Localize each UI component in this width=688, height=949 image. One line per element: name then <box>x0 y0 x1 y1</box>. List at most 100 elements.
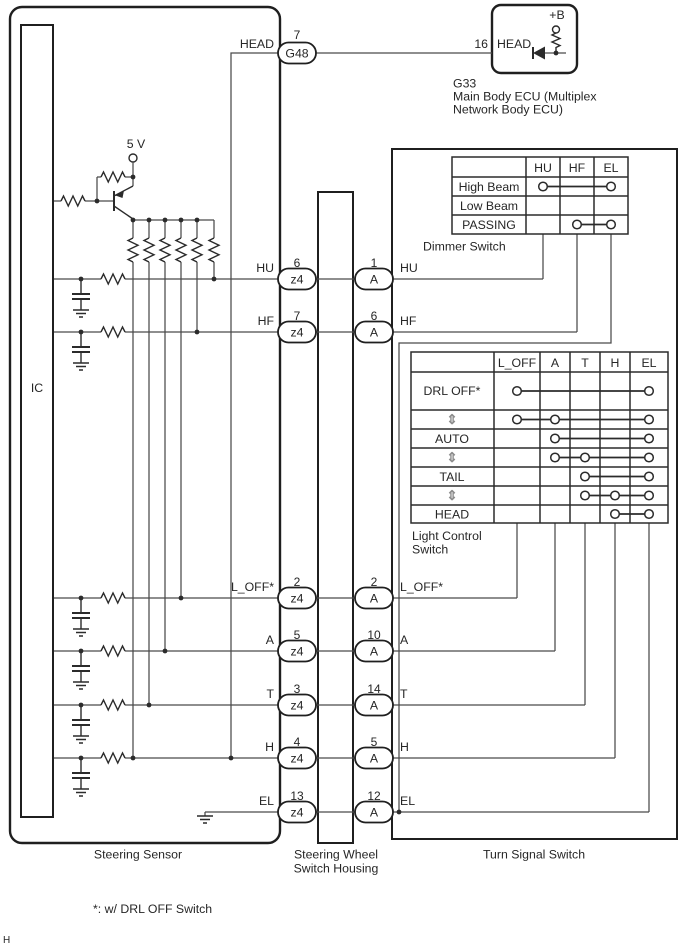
label-head-left: HEAD <box>240 37 274 51</box>
label-hf-right: HF <box>400 314 417 328</box>
connector-z4-h <box>277 746 317 770</box>
light-col-loff: L_OFF <box>498 356 537 370</box>
pin-a-el: 12 <box>367 789 381 803</box>
label-loff-right: L_OFF* <box>400 580 443 594</box>
transistor <box>113 185 134 220</box>
pin-a-loff: 2 <box>371 575 378 589</box>
light-col-h: H <box>611 356 620 370</box>
ecu-pin-label: HEAD <box>497 37 531 51</box>
connector-a-label: A <box>370 326 379 340</box>
connector-a-label: A <box>370 752 379 766</box>
ecu-id: G33 <box>453 77 476 91</box>
connector-a-a <box>354 639 394 663</box>
connector-z4-label: z4 <box>291 699 304 713</box>
connector-a-el <box>354 800 394 824</box>
connector-labels: G48 7 z4 6 z4 7 z4 2 z4 5 z4 3 z4 4 z4 1… <box>285 28 381 820</box>
connector-z4-t <box>277 693 317 717</box>
label-hf-left: HF <box>258 314 275 328</box>
connector-z4-label: z4 <box>291 806 304 820</box>
connector-a-loff <box>354 586 394 610</box>
light-col-el: EL <box>641 356 656 370</box>
connector-a-label: A <box>370 273 379 287</box>
dimmer-row-high-beam: High Beam <box>459 180 520 194</box>
connector-a-label: A <box>370 699 379 713</box>
connector-z4-el <box>277 800 317 824</box>
pin-a-h: 5 <box>371 735 378 749</box>
connector-z4-hf <box>277 320 317 344</box>
signal-labels: HEAD HU HF L_OFF* A T H EL HU HF L_OFF* … <box>231 37 443 808</box>
connector-z4-label: z4 <box>291 752 304 766</box>
connector-g48-label: G48 <box>285 47 308 61</box>
signal-row-el <box>196 234 650 824</box>
housing-label-line1: Steering Wheel <box>294 848 378 862</box>
housing-label-line2: Switch Housing <box>294 862 379 876</box>
diode <box>533 46 545 60</box>
ecu-desc-line2: Network Body ECU) <box>453 103 563 117</box>
light-col-a: A <box>551 356 560 370</box>
steering-sensor-label: Steering Sensor <box>94 848 182 862</box>
pin-z4-h: 4 <box>294 735 301 749</box>
light-row-drl-off: DRL OFF* <box>424 384 481 398</box>
label-h-left: H <box>265 740 274 754</box>
connector-a-h <box>354 746 394 770</box>
pin-g48: 7 <box>294 28 301 42</box>
connector-a-label: A <box>370 806 379 820</box>
connector-z4-label: z4 <box>291 645 304 659</box>
page-marker: H <box>3 935 10 946</box>
signal-row-hu <box>54 234 544 318</box>
light-control-switch-table: L_OFF A T H EL DRL OFF* ⇕ AUTO ⇕ TAIL ⇕ … <box>410 351 669 557</box>
supply-label: 5 V <box>127 137 146 151</box>
label-h-right: H <box>400 740 409 754</box>
steering-wheel-switch-housing-box <box>317 191 354 844</box>
connector-a-label: A <box>370 592 379 606</box>
connector-z4-loff <box>277 586 317 610</box>
ic-box <box>20 24 54 818</box>
light-row-auto: AUTO <box>435 432 469 446</box>
connector-a-hu <box>354 267 394 291</box>
signal-row-hf <box>54 234 578 371</box>
label-t-left: T <box>266 687 274 701</box>
label-a-right: A <box>400 633 409 647</box>
pin-z4-a: 5 <box>294 628 301 642</box>
dimmer-col-el: EL <box>603 161 618 175</box>
dimmer-switch-caption: Dimmer Switch <box>423 240 506 254</box>
pullup-resistor-bank <box>127 220 220 758</box>
pin-a-t: 14 <box>367 682 381 696</box>
connector-g48 <box>277 41 317 65</box>
connectors <box>277 41 394 824</box>
dimmer-row-passing: PASSING <box>462 218 516 232</box>
label-el-right: EL <box>400 794 415 808</box>
connector-a-hf <box>354 320 394 344</box>
updown-arrow-icon: ⇕ <box>446 488 457 503</box>
ecu-pin-number: 16 <box>474 37 488 51</box>
pin-z4-t: 3 <box>294 682 301 696</box>
light-control-caption-line2: Switch <box>412 543 448 557</box>
connector-z4-label: z4 <box>291 326 304 340</box>
ic-label: IC <box>31 381 43 395</box>
updown-arrow-icon: ⇕ <box>446 412 457 427</box>
pin-a-a: 10 <box>367 628 381 642</box>
connector-z4-label: z4 <box>291 592 304 606</box>
label-t-right: T <box>400 687 408 701</box>
signal-row-a <box>54 523 556 690</box>
light-col-t: T <box>581 356 589 370</box>
head-net <box>230 25 566 758</box>
turn-signal-switch-label: Turn Signal Switch <box>483 848 585 862</box>
pin-a-hu: 1 <box>371 256 378 270</box>
light-control-caption-line1: Light Control <box>412 529 482 543</box>
el-dimmer-route <box>398 234 612 812</box>
supply-transistor-circuit <box>54 153 220 758</box>
dimmer-col-hf: HF <box>569 161 586 175</box>
dimmer-row-low-beam: Low Beam <box>460 199 518 213</box>
connector-z4-label: z4 <box>291 273 304 287</box>
light-row-head: HEAD <box>435 508 469 522</box>
label-a-left: A <box>266 633 275 647</box>
connector-a-label: A <box>370 645 379 659</box>
pin-z4-hf: 7 <box>294 309 301 323</box>
pin-z4-hu: 6 <box>294 256 301 270</box>
connector-z4-a <box>277 639 317 663</box>
footnote: *: w/ DRL OFF Switch <box>93 902 212 916</box>
junction-dots <box>78 50 559 815</box>
label-loff-left: L_OFF* <box>231 580 274 594</box>
